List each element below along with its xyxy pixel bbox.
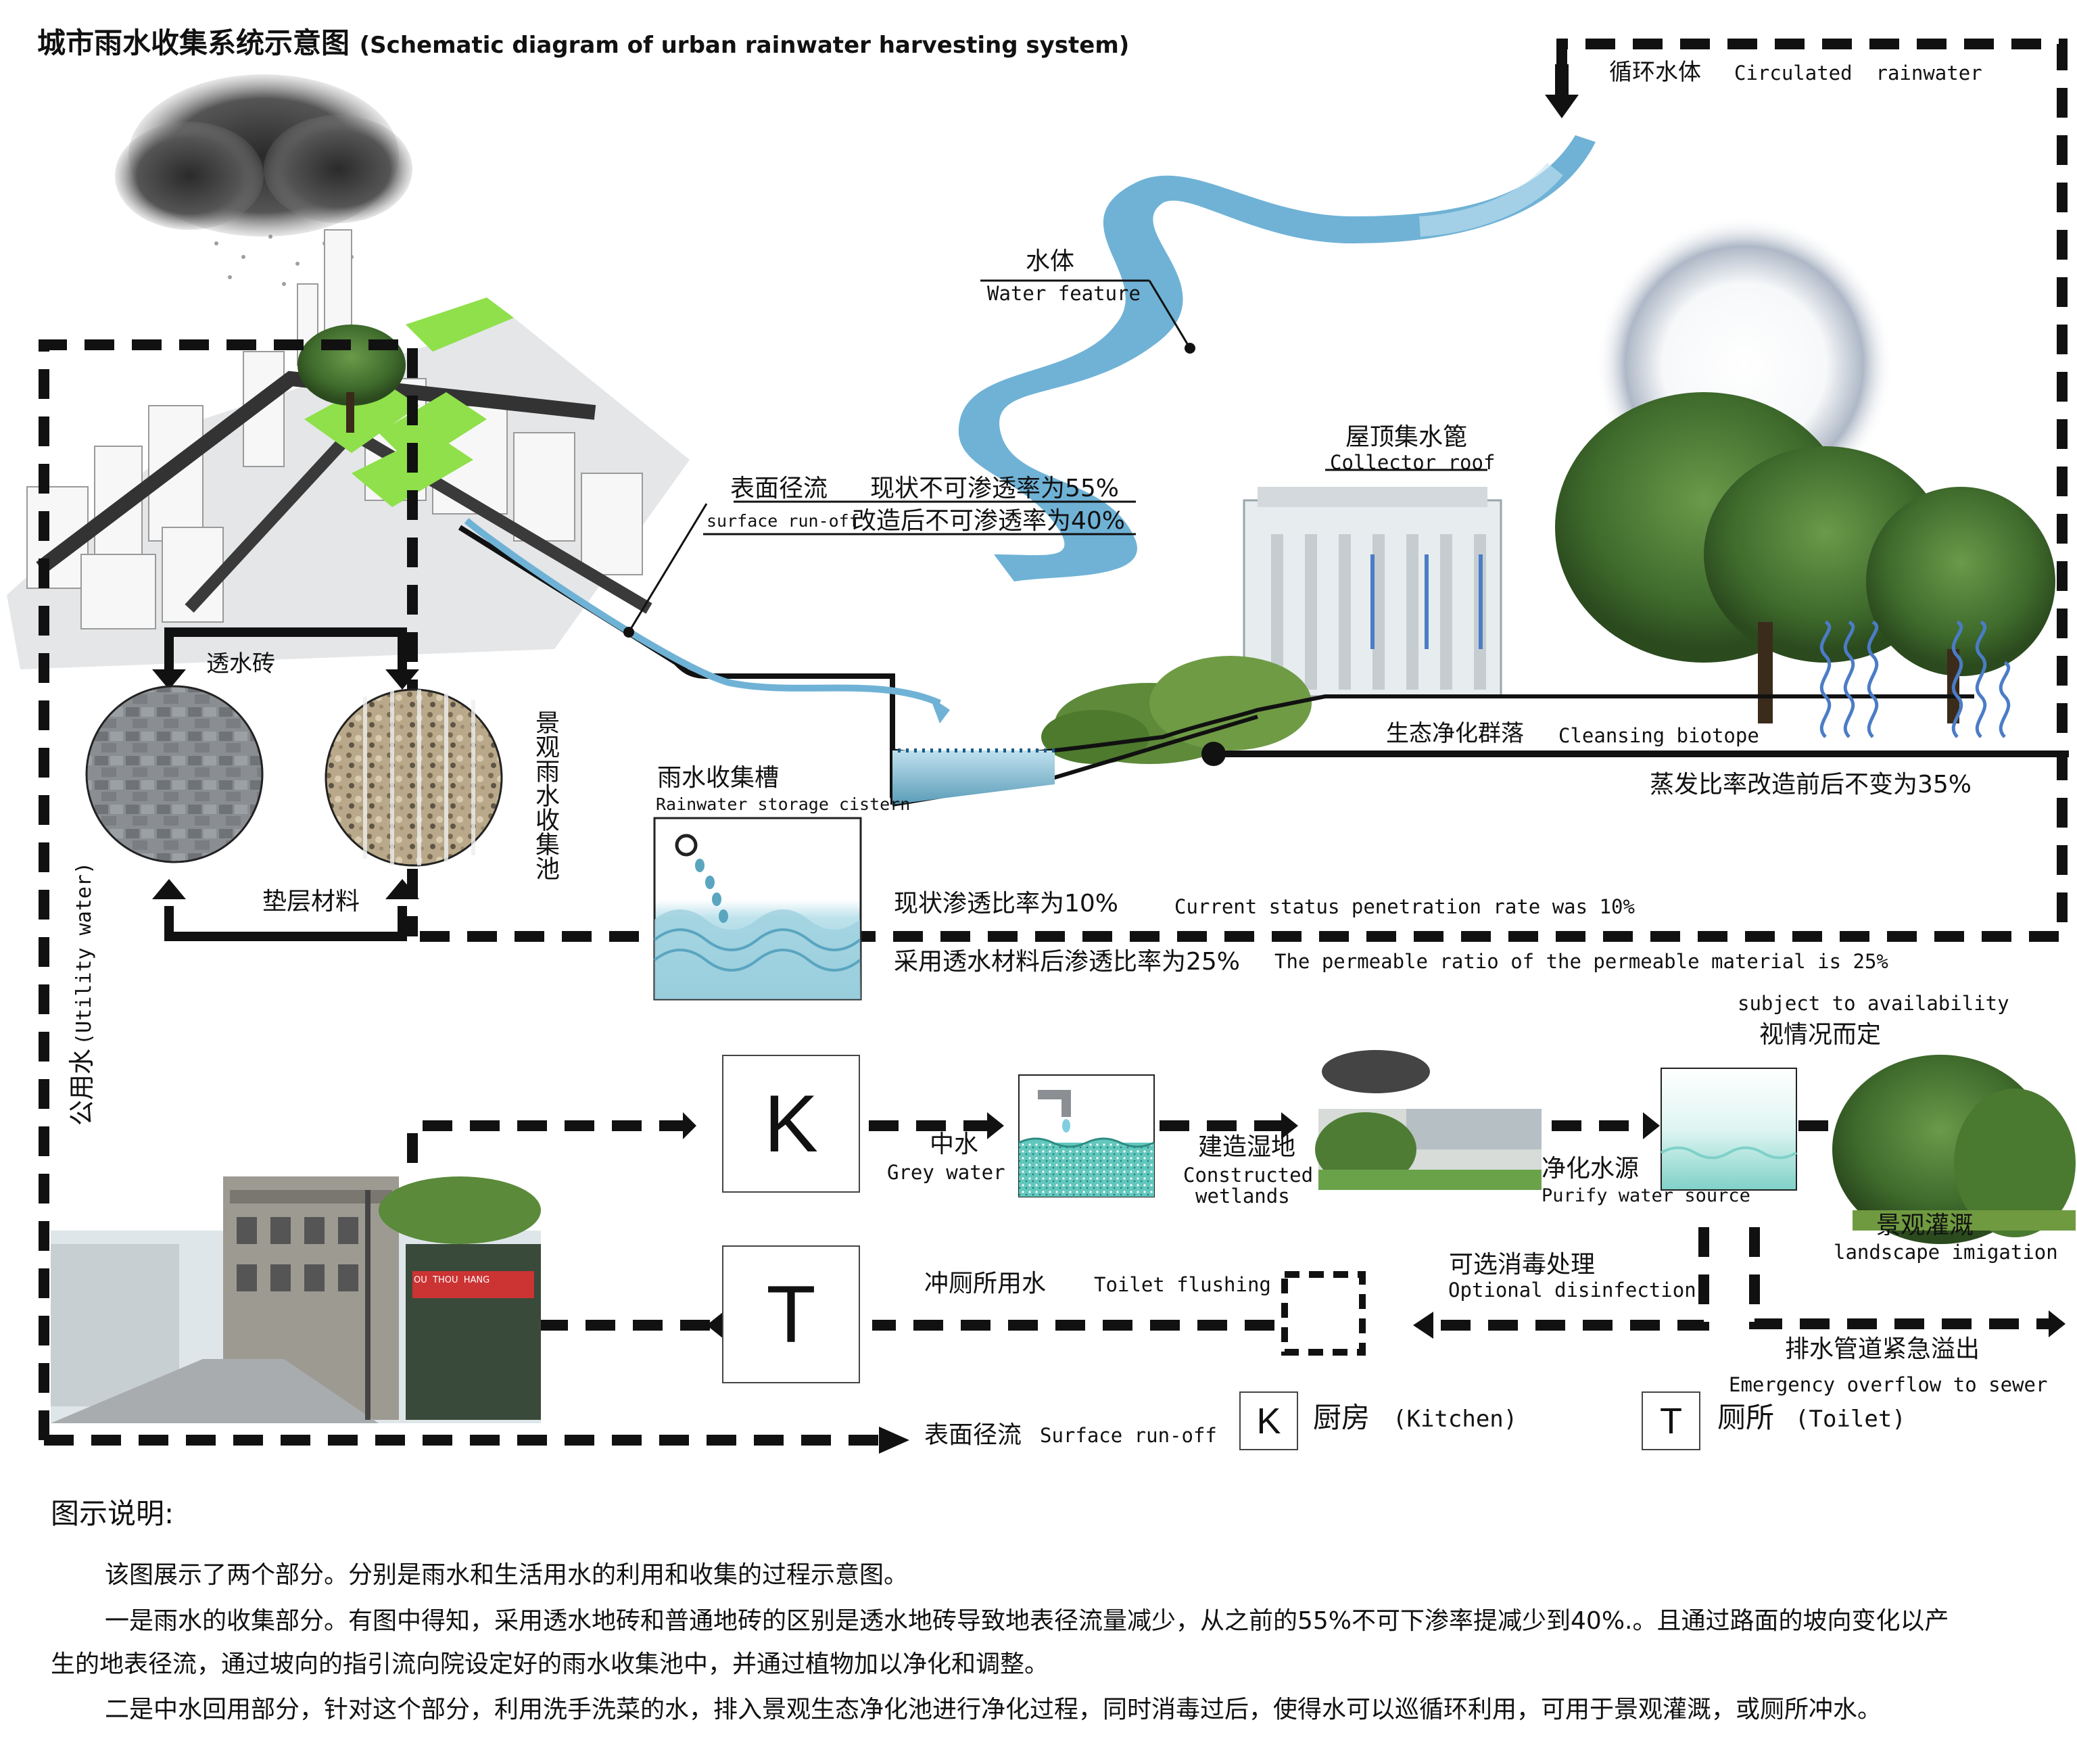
- wetland-label-en1: Constructed: [1183, 1164, 1314, 1187]
- irrigation-label-en: landscape imigation: [1834, 1241, 2058, 1264]
- water-feature-label-en: Water feature: [987, 282, 1141, 305]
- faucet-icon: [1038, 1090, 1068, 1099]
- runoff2-label-en: Surface run-off: [1040, 1424, 1217, 1447]
- greywater-flow: [407, 1112, 2066, 1356]
- runoff2-label-cn: 表面径流: [924, 1421, 1022, 1449]
- permeable-brick-label: 透水砖: [206, 650, 275, 677]
- permeable-brick-image: [85, 685, 264, 863]
- evaporation-label: 蒸发比率改造前后不变为35%: [1650, 771, 1972, 798]
- legend-toilet-en: (Toilet): [1795, 1406, 1906, 1433]
- runoff-label-en: surface run-off: [707, 511, 859, 531]
- penetration-after-en: The permeable ratio of the permeable mat…: [1274, 950, 1888, 973]
- large-trees: [1555, 392, 2055, 723]
- rainwater-cistern: [653, 817, 862, 1001]
- cistern-label-en: Rainwater storage cistern: [656, 794, 911, 814]
- title-en: (Schematic diagram of urban rainwater ha…: [359, 32, 1130, 59]
- penetration-after-cn: 采用透水材料后渗透比率为25%: [894, 948, 1241, 976]
- runoff-arrow-icon: [879, 1427, 909, 1454]
- city-illustration: [7, 74, 690, 669]
- pond-water: [892, 750, 1055, 805]
- circulated-label-cn: 循环水体: [1609, 59, 1701, 86]
- wetland-image: [1315, 1050, 1542, 1190]
- landscape-pool-label: 景观雨水收集池: [531, 710, 559, 880]
- cistern-label-cn: 雨水收集槽: [657, 764, 780, 792]
- purify-label-en: Purify water source: [1542, 1185, 1750, 1206]
- availability-label-en: subject to availability: [1738, 992, 2009, 1015]
- impervious-after-label: 改造后不可渗透率为40%: [852, 507, 1126, 535]
- material-loop: [85, 627, 503, 941]
- title-cn: 城市雨水收集系统示意图: [37, 26, 350, 59]
- disinfection-label-cn: 可选消毒处理: [1449, 1251, 1596, 1279]
- circulated-label-en: Circulated rainwater: [1734, 62, 1982, 85]
- kitchen-k-box: K: [722, 1055, 860, 1193]
- water-feature-river: [958, 135, 1596, 581]
- wetland-label-en2: wetlands: [1195, 1185, 1290, 1208]
- utility-water-cn: 公用水: [67, 1048, 97, 1126]
- overflow-label-cn: 排水管道紧急溢出: [1785, 1335, 1980, 1363]
- grey-water-label-en: Grey water: [887, 1161, 1005, 1184]
- shop-sign: OU THOU HANG: [414, 1275, 490, 1285]
- grey-water-label-cn: 中水: [930, 1130, 979, 1158]
- runoff-label-cn: 表面径流: [730, 475, 828, 502]
- runoff-flow-line: [464, 518, 942, 707]
- legend-paragraph-3: 生的地表径流，通过坡向的指引流向院设定好的雨水收集池中，并通过植物加以净化和调整…: [51, 1650, 1049, 1678]
- evaporation-icon: [1819, 620, 2011, 738]
- building-collector-roof: [1243, 487, 1502, 698]
- availability-label-cn: 视情况而定: [1759, 1021, 1882, 1049]
- collector-roof-label-cn: 屋顶集水篦: [1345, 423, 1468, 451]
- green-space: [304, 297, 514, 507]
- legend-paragraph-4: 二是中水回用部分，针对这个部分，利用洗手洗菜的水，排入景观生态净化池进行净化过程…: [105, 1696, 1882, 1723]
- purify-water-image: [1661, 1068, 1797, 1191]
- purify-label-cn: 净化水源: [1542, 1155, 1640, 1183]
- cleansing-label-en: Cleansing biotope: [1558, 724, 1759, 747]
- drain-icon: [675, 834, 698, 857]
- legend-heading: 图示说明:: [51, 1497, 174, 1530]
- irrigation-label-cn: 景观灌溉: [1876, 1212, 1974, 1239]
- legend-kitchen-en: (Kitchen): [1393, 1406, 1518, 1433]
- legend-kitchen-cn: 厨房: [1313, 1401, 1370, 1434]
- legend-paragraph-1: 该图展示了两个部分。分别是雨水和生活用水的利用和收集的过程示意图。: [105, 1561, 909, 1589]
- cushion-material-label: 垫层材料: [262, 888, 360, 915]
- toilet-flushing-label-en: Toilet flushing: [1094, 1273, 1271, 1296]
- diagram-title: 城市雨水收集系统示意图 (Schematic diagram of urban …: [37, 26, 1130, 59]
- greywater-image: [1018, 1074, 1155, 1197]
- legend-t-box: T: [1642, 1391, 1700, 1450]
- legend-k-box: K: [1239, 1391, 1298, 1450]
- cushion-material-image: [325, 688, 503, 867]
- disinfection-label-en: Optional disinfection: [1448, 1279, 1696, 1302]
- impervious-now-label: 现状不可渗透率为55%: [870, 475, 1120, 502]
- circulated-arrow-icon: [1545, 95, 1579, 118]
- overflow-label-en: Emergency overflow to sewer: [1729, 1373, 2048, 1396]
- ground-lines: [458, 279, 2069, 807]
- penetration-now-en: Current status penetration rate was 10%: [1174, 895, 1635, 918]
- legend-paragraph-2: 一是雨水的收集部分。有图中得知，采用透水地砖和普通地砖的区别是透水地砖导致地表径…: [105, 1607, 1949, 1635]
- toilet-flushing-label-cn: 冲厕所用水: [924, 1270, 1047, 1297]
- water-feature-label-cn: 水体: [1026, 247, 1075, 275]
- wetland-label-cn: 建造湿地: [1198, 1133, 1296, 1161]
- irrigation-trees: [1832, 1055, 2076, 1244]
- circulation-loop: [39, 39, 2068, 1446]
- legend-toilet-cn: 厕所: [1717, 1401, 1775, 1434]
- collector-roof-label-en: Collector roof: [1330, 451, 1496, 474]
- street-image: [51, 1176, 541, 1423]
- utility-water-label: 公用水 (Utility water): [61, 862, 98, 1126]
- cleansing-label-cn: 生态净化群落: [1386, 720, 1524, 747]
- penetration-now-cn: 现状渗透比率为10%: [894, 890, 1119, 917]
- toilet-t-box: T: [722, 1245, 860, 1383]
- utility-water-en: (Utility water): [72, 861, 96, 1045]
- disinfection-box: [1281, 1271, 1366, 1356]
